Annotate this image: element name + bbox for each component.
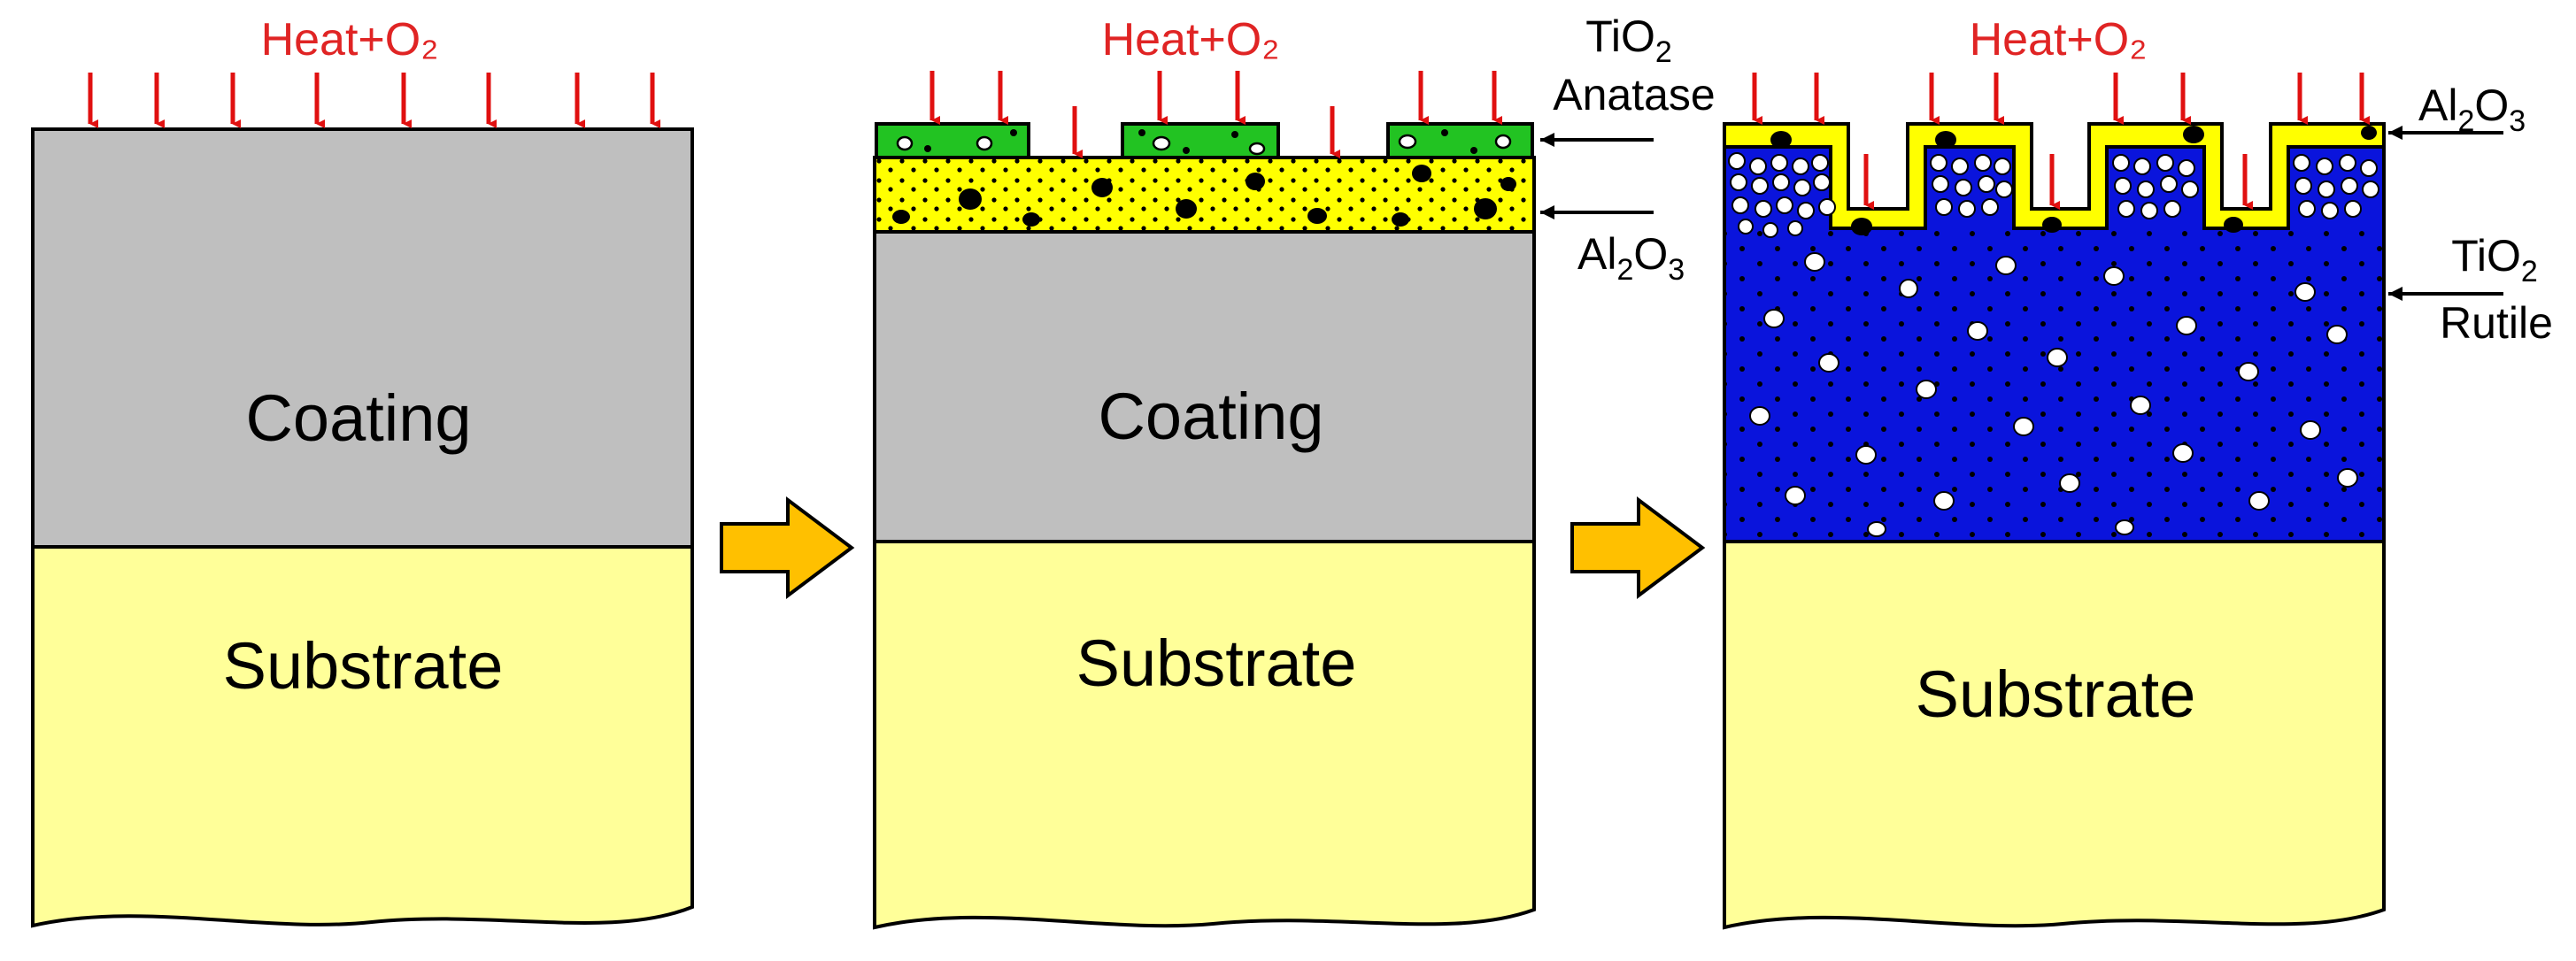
- heat-label: Heat+O₂: [1970, 14, 2148, 65]
- process-arrow-icon: [720, 496, 855, 599]
- anatase-label: Anatase: [1553, 70, 1715, 119]
- rutile-dots: [1726, 230, 2382, 540]
- pores-near-surface: [1728, 152, 2379, 238]
- heat-arrows: [1752, 73, 2370, 210]
- tio2-anatase-islands: [875, 122, 1534, 159]
- heat-label: Heat+O₂: [1102, 14, 1280, 65]
- substrate-label: Substrate: [1916, 657, 2196, 731]
- al2o3-label: Al2O3: [1577, 229, 1685, 287]
- pores-in-rutile: [1749, 252, 2358, 537]
- rutile-label: Rutile: [2440, 298, 2553, 348]
- panel-initial: Heat+O₂ Coating Substrate: [31, 14, 694, 928]
- coating-label: Coating: [1098, 380, 1323, 453]
- substrate-label: Substrate: [223, 629, 504, 703]
- heat-arrows: [929, 71, 1502, 158]
- tio2-label: TiO2: [1585, 12, 1672, 69]
- substrate-layer: [873, 540, 1536, 930]
- heat-arrows: [88, 73, 660, 128]
- process-arrow-icon: [1570, 496, 1706, 599]
- substrate-layer: [31, 545, 694, 928]
- al2o3-particles: [892, 165, 1516, 227]
- al2o3-layer: [1723, 122, 2386, 230]
- al2o3-label: Al2O3: [2418, 81, 2526, 138]
- substrate-label: Substrate: [1076, 627, 1357, 700]
- heat-label: Heat+O₂: [261, 14, 439, 65]
- substrate-layer: [1723, 540, 2386, 930]
- panel-intermediate: Heat+O₂ Coating Substrate TiO2 Anatase A…: [873, 12, 1716, 930]
- coating-label: Coating: [245, 381, 471, 455]
- coating-layer: [873, 230, 1536, 543]
- panel-final: Heat+O₂ Substrate Al2O3 TiO2 Rutile: [1723, 14, 2553, 930]
- al2o3-particles: [1770, 126, 2377, 235]
- tio2-label: TiO2: [2451, 231, 2538, 288]
- coating-layer: [31, 127, 694, 549]
